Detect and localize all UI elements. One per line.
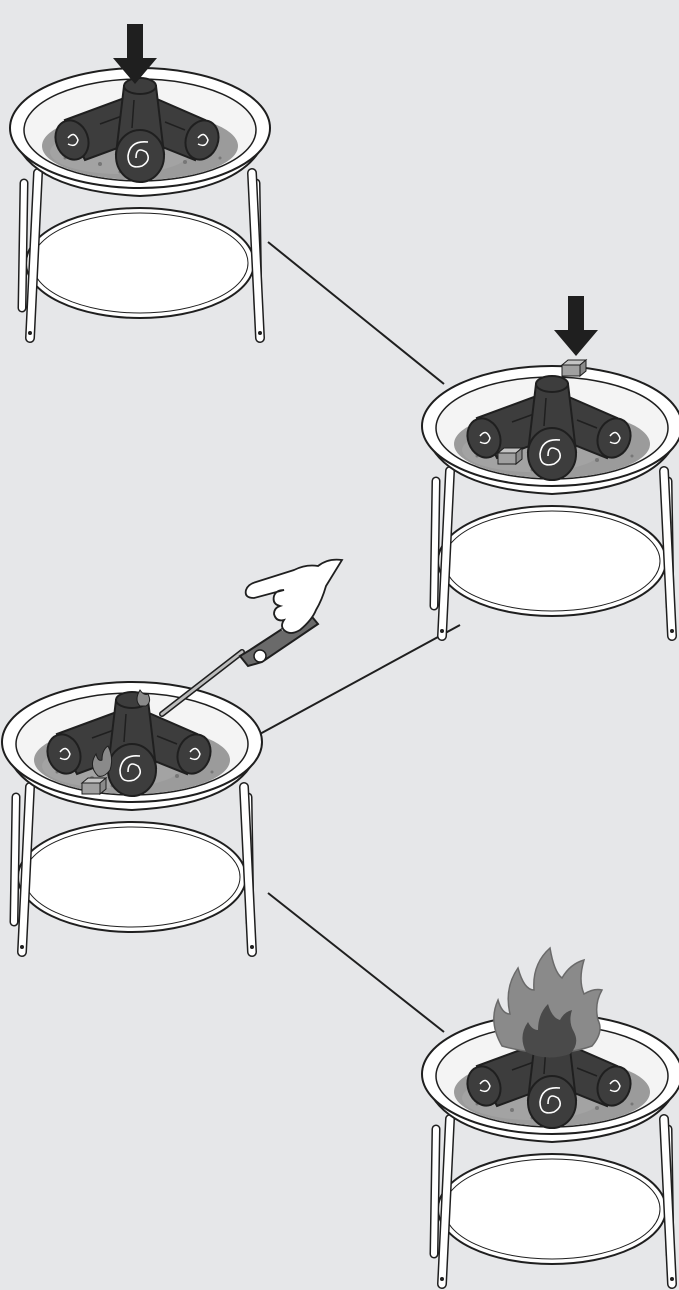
- connector-line-1: [268, 242, 444, 384]
- fire-starter-cube: [562, 360, 586, 376]
- down-arrow-icon: [554, 296, 598, 356]
- step-4-fire-burning: [422, 948, 679, 1284]
- step-3-light-with-lighter: [2, 560, 342, 952]
- step-1-place-logs: [10, 24, 270, 338]
- large-flame-icon: [494, 948, 602, 1058]
- connector-line-3: [268, 893, 444, 1032]
- step-2-add-fire-starters: [422, 296, 679, 636]
- fire-starter-cube: [498, 448, 522, 464]
- hand-icon: [246, 560, 342, 633]
- fire-starter-cube: [82, 778, 106, 794]
